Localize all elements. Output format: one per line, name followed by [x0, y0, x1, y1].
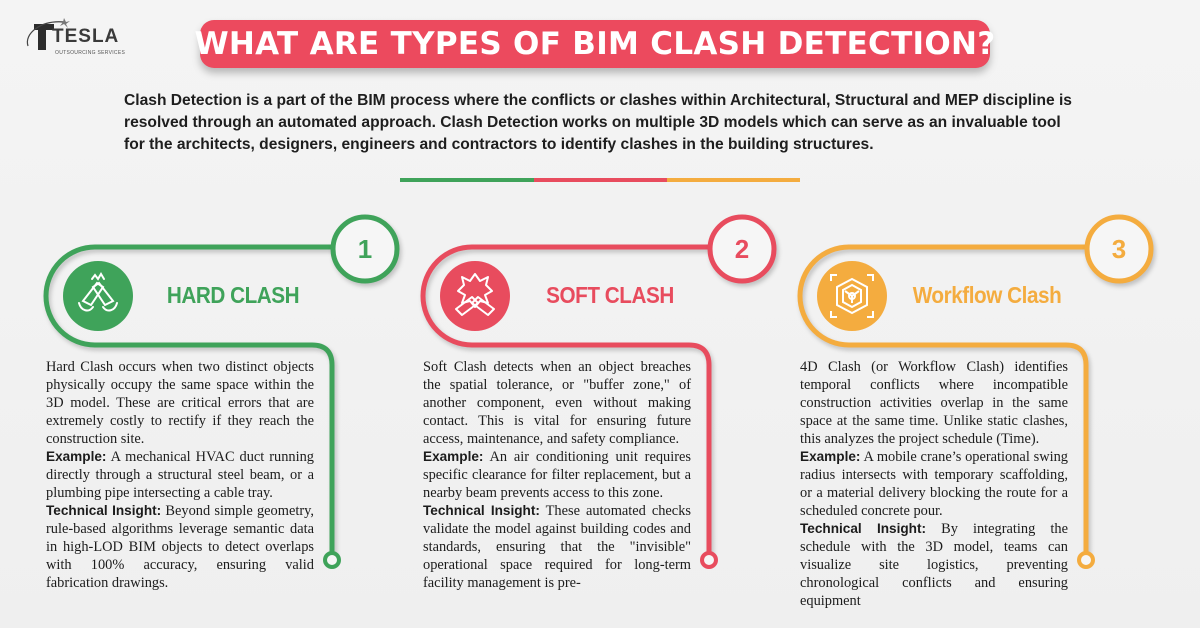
icon-badge [440, 261, 510, 331]
divider-orange [667, 178, 800, 182]
page-title: WHAT ARE TYPES OF BIM CLASH DETECTION? [194, 26, 996, 62]
colliding-pipes-icon [78, 272, 118, 312]
step-number: 3 [1111, 233, 1127, 264]
connector-path [43, 214, 400, 569]
icon-badge [63, 261, 133, 331]
card-title: Workflow Clash [912, 282, 1062, 308]
card-example: Example: A mechanical HVAC duct running … [46, 448, 314, 502]
card-example: Example: An air conditioning unit requir… [423, 448, 691, 502]
buffer-zone-clash-icon [455, 273, 495, 316]
card-workflow-clash: 3 Workflow Clash 4D Clash (or Workflow C… [754, 0, 1154, 628]
card-title: HARD CLASH [166, 282, 300, 308]
card-body: Hard Clash occurs when two distinct obje… [46, 358, 314, 592]
card-hard-clash: 1 HARD CLASH Hard Clash occurs when two … [0, 0, 400, 628]
card-title: SOFT CLASH [546, 282, 674, 308]
card-description: Hard Clash occurs when two distinct obje… [46, 359, 314, 447]
example-label: Example: [46, 449, 107, 464]
card-description: Soft Clash detects when an object breach… [423, 359, 691, 447]
card-insight: Technical Insight: Beyond simple geometr… [46, 502, 314, 592]
divider-red [534, 178, 667, 182]
card-example: Example: A mobile crane’s operational sw… [800, 448, 1068, 520]
tesla-logo-mark [26, 18, 70, 50]
insight-text: By integrating the schedule with the 3D … [800, 521, 1068, 609]
example-label: Example: [423, 449, 484, 464]
insight-label: Technical Insight: [46, 503, 162, 518]
connector-path [420, 214, 777, 569]
3d-cube-scan-icon [830, 274, 874, 318]
icon-badge [817, 261, 887, 331]
card-body: Soft Clash detects when an object breach… [423, 358, 691, 592]
logo-text: TESLA [52, 26, 120, 47]
card-insight: Technical Insight: By integrating the sc… [800, 520, 1068, 610]
insight-label: Technical Insight: [423, 503, 540, 518]
step-number: 1 [357, 233, 373, 264]
card-description: 4D Clash (or Workflow Clash) identifies … [800, 359, 1068, 447]
logo-subtext: OUTSOURCING SERVICES [55, 50, 126, 56]
example-text: A mechanical HVAC duct running directly … [46, 449, 314, 501]
step-number: 2 [734, 233, 750, 264]
title-banner: WHAT ARE TYPES OF BIM CLASH DETECTION? [194, 20, 995, 68]
example-text: An air conditioning unit requires specif… [423, 449, 691, 501]
insight-label: Technical Insight: [800, 521, 927, 536]
card-body: 4D Clash (or Workflow Clash) identifies … [800, 358, 1068, 610]
insight-text: Beyond simple geometry, rule-based algor… [46, 503, 314, 591]
card-insight: Technical Insight: These automated check… [423, 502, 691, 592]
example-label: Example: [800, 449, 861, 464]
insight-text: These automated checks validate the mode… [423, 503, 691, 591]
card-soft-clash: 2 SOFT CLASH Soft Clash detects when an … [377, 0, 777, 628]
connector-path [797, 214, 1154, 569]
divider-green [400, 178, 534, 182]
example-text: A mobile crane’s operational swing radiu… [800, 449, 1068, 519]
intro-paragraph: Clash Detection is a part of the BIM pro… [124, 92, 1072, 153]
